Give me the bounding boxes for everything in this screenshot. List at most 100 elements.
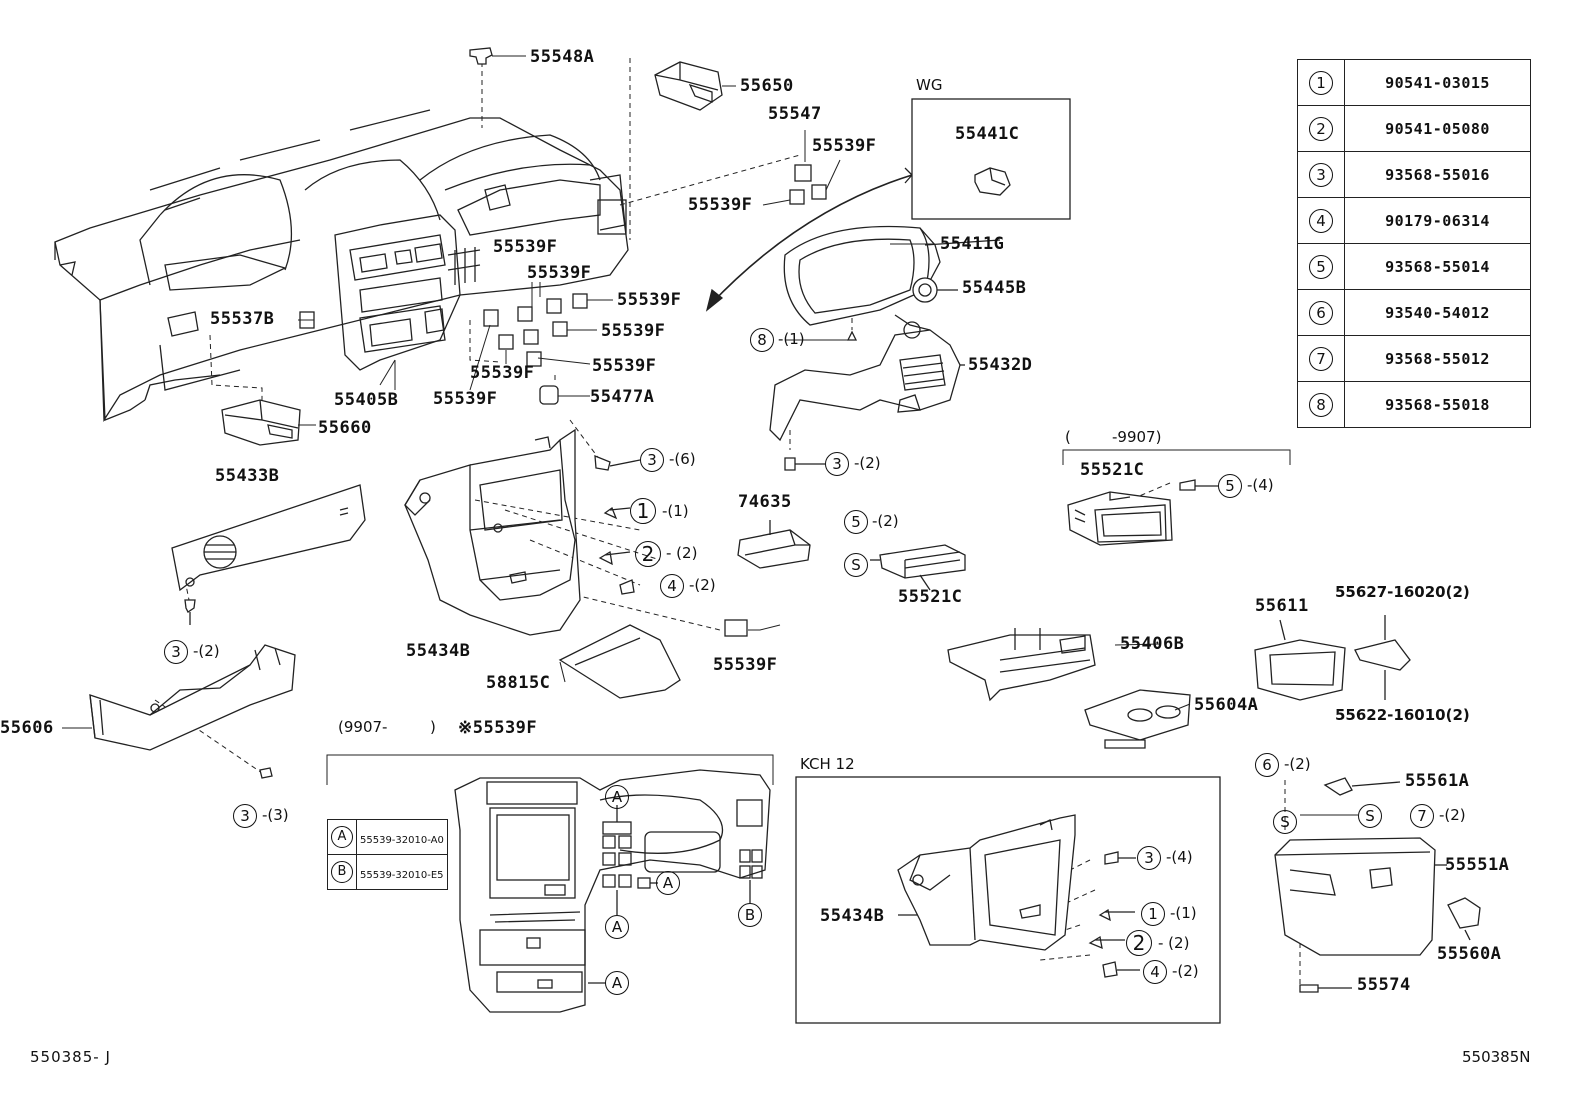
row-number: 2 (1309, 116, 1333, 141)
label-55537B: 55537B (210, 309, 275, 329)
label-55560A: 55560A (1437, 944, 1502, 964)
part-55406B (947, 628, 1096, 702)
callout-qty: -(2) (1172, 962, 1199, 980)
callout-4: 4 (1143, 960, 1167, 984)
row-number: 5 (1309, 254, 1333, 279)
row-part-number: 93540-54012 (1344, 289, 1531, 336)
label-55445B: 55445B (962, 278, 1027, 298)
callout-qty: -(2) (193, 642, 220, 660)
console-55434B (404, 428, 581, 636)
label-55622-16010: 55622-16010(2) (1335, 706, 1470, 724)
variant-callout-A: A (605, 915, 629, 939)
label-55539F: 55539F (592, 356, 657, 376)
callout-qty: -(2) (854, 454, 881, 472)
table-row: 6 93540-54012 (1297, 289, 1531, 336)
callout-4: 4 (660, 574, 684, 598)
table-row: 7 93568-55012 (1297, 335, 1531, 382)
callout-5: 5 (1218, 474, 1242, 498)
part-55521C-b (1067, 491, 1173, 546)
part-55611 (1254, 619, 1346, 701)
row-part-number: 93568-55012 (1344, 335, 1531, 382)
row-part-number: 93568-55016 (1344, 151, 1531, 198)
variant-callout-B: B (738, 903, 762, 927)
row-number: 1 (1309, 70, 1333, 95)
variant-part-number: 55539-32010-A0 (360, 834, 444, 846)
variant-callout-A: A (605, 785, 629, 809)
table-row: 8 93568-55018 (1297, 381, 1531, 428)
callout-6: 6 (1255, 753, 1279, 777)
callout-2: 2 (635, 541, 661, 567)
lower-panel-55432D (769, 314, 965, 442)
wg-heading: WG (916, 76, 943, 94)
row-number: 7 (1309, 346, 1333, 371)
callout-qty: -(4) (1166, 848, 1193, 866)
callout-5: 5 (844, 510, 868, 534)
part-55606 (89, 644, 296, 751)
table-row: B 55539-32010-E5 (327, 854, 448, 890)
variant-part-number: 55539-32010-E5 (360, 869, 444, 881)
label-55411G: 55411G (940, 234, 1005, 254)
callout-3: 3 (233, 804, 257, 828)
callout-1: 1 (630, 498, 656, 524)
from-open: (9907- (338, 718, 388, 736)
label-55432D: 55432D (968, 355, 1033, 375)
callout-S: S (1358, 804, 1382, 828)
label-55539F: 55539F (433, 389, 498, 409)
footer-right-code: 550385N (1462, 1048, 1531, 1066)
row-number: 6 (1309, 300, 1333, 325)
row-number: 8 (1309, 392, 1333, 417)
row-part-number: 90541-05080 (1344, 105, 1531, 152)
label-55547: 55547 (768, 104, 822, 124)
meter-hood-55411G (783, 225, 1001, 326)
label-55539F: 55539F (688, 195, 753, 215)
part-58815C (558, 624, 681, 699)
callout-2: 2 (1126, 930, 1152, 956)
part-55627-55622 (1354, 615, 1411, 700)
footer-left-code: 550385- J (30, 1048, 111, 1066)
callout-qty: -(1) (778, 330, 805, 348)
instrument-panel-drawing (54, 109, 629, 423)
variant-callout-A: A (605, 971, 629, 995)
label-55405B: 55405B (334, 390, 399, 410)
range-to: -9907) (1112, 428, 1162, 446)
callout-S: S (844, 553, 868, 577)
callout-qty: -(1) (662, 502, 689, 520)
callout-1: 1 (1141, 902, 1165, 926)
label-55406B: 55406B (1120, 634, 1185, 654)
callout-qty: - (2) (666, 544, 698, 562)
label-55660: 55660 (318, 418, 372, 438)
row-part-number: 93568-55018 (1344, 381, 1531, 428)
part-55561A (1323, 777, 1401, 796)
part-55521C-a (870, 544, 966, 591)
variant-callout-A: A (656, 871, 680, 895)
table-row: 2 90541-05080 (1297, 105, 1531, 152)
label-55539F: 55539F (527, 263, 592, 283)
callout-S: S (1273, 810, 1297, 834)
label-55606: 55606 (0, 718, 54, 738)
note-55539F: ※55539F (458, 718, 538, 738)
switch-blanks (299, 164, 827, 637)
row-part-number: 90179-06314 (1344, 197, 1531, 244)
label-74635: 74635 (738, 492, 792, 512)
label-55433B: 55433B (215, 466, 280, 486)
variant-letter: B (331, 861, 353, 883)
label-55539F: 55539F (470, 363, 535, 383)
label-55521C: 55521C (898, 587, 963, 607)
label-55611: 55611 (1255, 596, 1309, 616)
callout-3: 3 (1137, 846, 1161, 870)
label-55539F: 55539F (812, 136, 877, 156)
row-number: 3 (1309, 162, 1333, 187)
table-row: 3 93568-55016 (1297, 151, 1531, 198)
callout-3: 3 (164, 640, 188, 664)
label-55539F: 55539F (617, 290, 682, 310)
vent-55660 (221, 399, 301, 446)
part-55604A (1084, 689, 1191, 749)
label-55434B: 55434B (820, 906, 885, 926)
console-kch12 (897, 814, 1140, 978)
from-close: ) (430, 718, 436, 736)
